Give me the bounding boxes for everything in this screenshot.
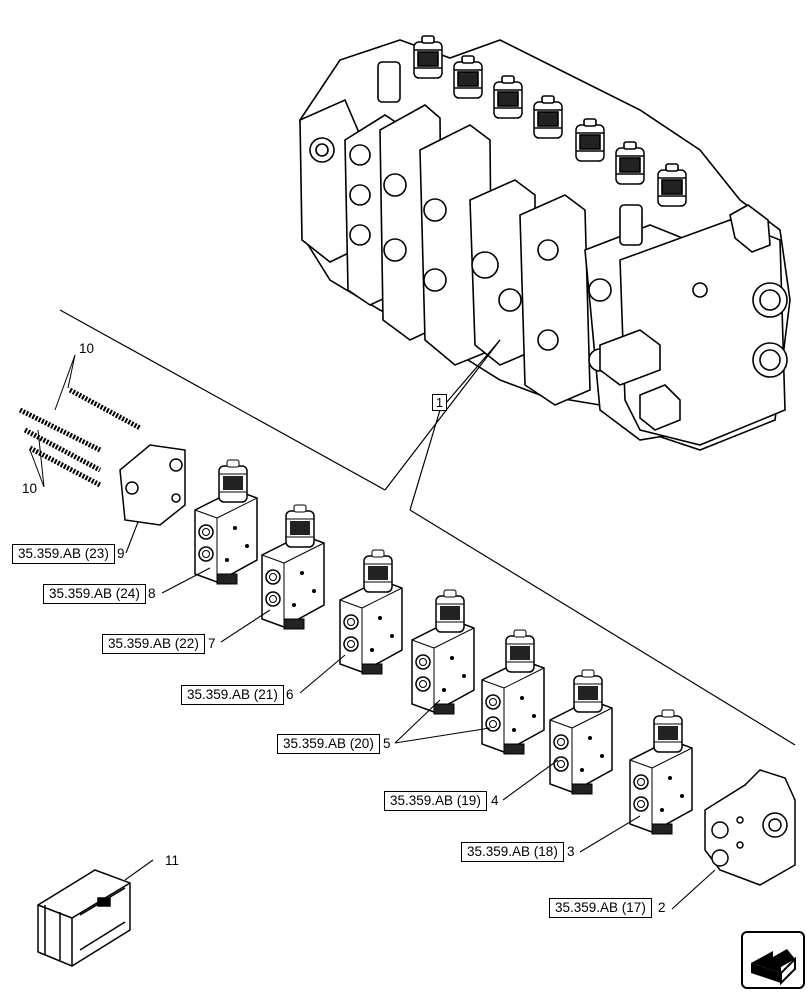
item-number-2: 2 xyxy=(658,900,666,915)
item-number-6: 6 xyxy=(286,687,294,702)
item-number-10-bottom: 10 xyxy=(22,481,38,496)
next-page-arrow-icon xyxy=(751,949,796,986)
ref-label-item-2: 35.359.AB (17) xyxy=(549,898,652,918)
ref-label-item-4: 35.359.AB (19) xyxy=(384,791,487,811)
ref-label-item-9: 35.359.AB (23) xyxy=(12,544,115,564)
item-number-10-top: 10 xyxy=(79,341,95,356)
item-number-1: 1 xyxy=(432,394,447,411)
item-number-7: 7 xyxy=(208,636,216,651)
inlet-end-plate xyxy=(119,444,186,526)
item-number-5: 5 xyxy=(383,736,391,751)
item-number-4: 4 xyxy=(491,793,499,808)
ref-label-item-5: 35.359.AB (20) xyxy=(277,734,380,754)
item-number-8: 8 xyxy=(148,586,156,601)
ref-label-item-3: 35.359.AB (18) xyxy=(461,842,564,862)
leader-lines xyxy=(59,309,796,746)
main-valve-assembly xyxy=(299,35,791,451)
valve-sections xyxy=(195,460,692,834)
ref-label-item-6: 35.359.AB (21) xyxy=(181,685,284,705)
kit-box-icon xyxy=(37,869,131,967)
item-number-9: 9 xyxy=(117,546,125,561)
item-number-11: 11 xyxy=(165,853,180,868)
item-number-3: 3 xyxy=(567,844,575,859)
callout-leaders xyxy=(124,521,716,910)
ref-label-item-8: 35.359.AB (24) xyxy=(43,584,146,604)
ref-label-item-7: 35.359.AB (22) xyxy=(102,634,205,654)
next-page-button[interactable] xyxy=(741,931,805,989)
tie-rods xyxy=(18,354,142,488)
outlet-end-cover xyxy=(704,769,796,886)
